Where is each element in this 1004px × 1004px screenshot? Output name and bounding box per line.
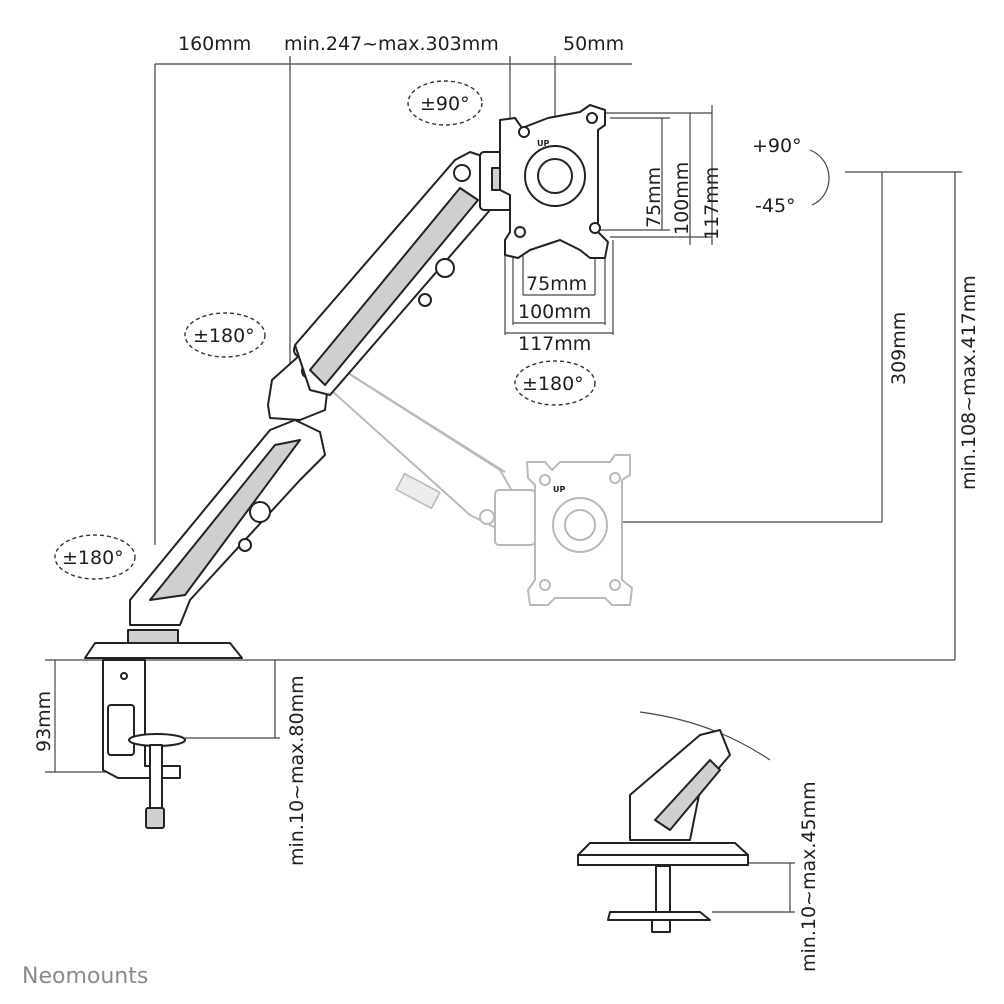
vesa-plate: UP bbox=[499, 104, 609, 259]
dim-top-width: 160mm bbox=[178, 33, 251, 55]
rot-arm-lower: ±180° bbox=[62, 547, 124, 569]
dim-vesa-117-h: 117mm bbox=[518, 333, 591, 355]
dim-vesa-100-v: 100mm bbox=[671, 162, 693, 235]
dim-arm-reach: min.247~max.303mm bbox=[284, 33, 499, 55]
dim-height-309: 309mm bbox=[888, 312, 910, 385]
dim-plate-offset: 50mm bbox=[563, 33, 624, 55]
plate-up-label: UP bbox=[537, 139, 549, 148]
dim-vesa-75-h: 75mm bbox=[526, 273, 587, 295]
dim-clamp-height: 93mm bbox=[33, 691, 55, 752]
rot-plate-swivel: ±90° bbox=[420, 93, 470, 115]
rot-arm-upper: ±180° bbox=[193, 325, 255, 347]
dim-vesa-117-v: 117mm bbox=[701, 167, 723, 240]
dim-height-range: min.108~max.417mm bbox=[958, 275, 980, 490]
brand-logo: Neomounts bbox=[22, 964, 148, 989]
rot-tilt-down: -45° bbox=[755, 195, 796, 217]
dim-vesa-100-h: 100mm bbox=[518, 301, 591, 323]
lowered-arm-ghost: UP bbox=[321, 367, 633, 606]
dimension-lines bbox=[45, 56, 962, 913]
rotation-bubbles bbox=[54, 80, 830, 580]
svg-text:UP: UP bbox=[553, 485, 565, 494]
dim-clamp-range: min.10~max.80mm bbox=[286, 675, 308, 866]
rot-tilt-up: +90° bbox=[752, 135, 802, 157]
dim-grommet-range: min.10~max.45mm bbox=[798, 781, 820, 972]
rot-plate-rotate: ±180° bbox=[522, 373, 584, 395]
monitor-arm bbox=[84, 151, 521, 829]
dim-vesa-75-v: 75mm bbox=[643, 167, 665, 228]
labels: 160mm min.247~max.303mm 50mm ±90° ±180° … bbox=[22, 33, 980, 989]
grommet-detail bbox=[577, 711, 771, 933]
